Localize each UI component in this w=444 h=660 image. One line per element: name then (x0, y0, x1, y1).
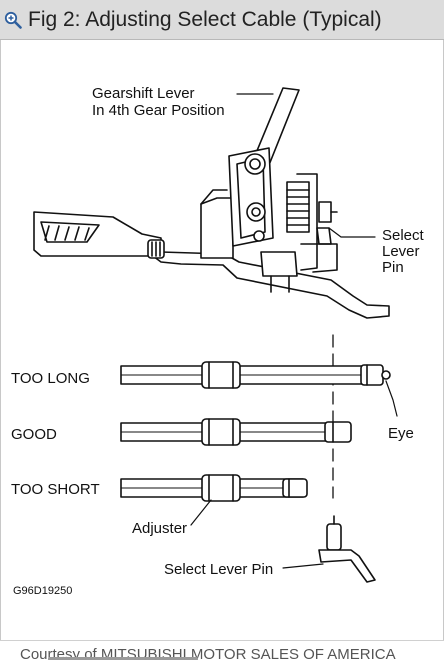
figure-code: G96D19250 (13, 585, 72, 597)
figure-title: Fig 2: Adjusting Select Cable (Typical) (28, 7, 382, 31)
condition-good: GOOD (11, 426, 57, 443)
select-cable-diagram: Gearshift Lever In 4th Gear Position Sel… (11, 85, 425, 597)
magnifier-plus-icon[interactable] (4, 11, 22, 29)
condition-too-short: TOO SHORT (11, 481, 100, 498)
cable-too-long (120, 361, 391, 389)
diagram-area: Gearshift Lever In 4th Gear Position Sel… (0, 40, 444, 640)
select-lever-pin-label: Select Lever Pin (164, 561, 273, 578)
select-label-line1: Select (382, 227, 425, 244)
credit-footer: Courtesy of MITSUBISHI MOTOR SALES OF AM… (0, 640, 444, 660)
gearshift-label-line2: In 4th Gear Position (92, 102, 225, 119)
top-callout-leaders (236, 93, 376, 238)
condition-too-long: TOO LONG (11, 370, 90, 387)
eye-label: Eye (388, 425, 414, 442)
credit-text: Courtesy of MITSUBISHI MOTOR SALES OF AM… (20, 646, 396, 660)
select-label-line3: Pin (382, 259, 404, 276)
cable-too-short (120, 474, 308, 502)
select-label-line2: Lever (382, 243, 420, 260)
bottom-callout-leaders (190, 380, 398, 569)
figure-header: Fig 2: Adjusting Select Cable (Typical) (0, 0, 444, 40)
select-lever-pin-detail (318, 515, 376, 583)
cable-good (120, 418, 352, 446)
adjuster-label: Adjuster (132, 520, 187, 537)
gearshift-label-line1: Gearshift Lever (92, 85, 195, 102)
horizontal-scrollbar[interactable] (48, 657, 198, 660)
gearshift-assembly (33, 87, 390, 319)
